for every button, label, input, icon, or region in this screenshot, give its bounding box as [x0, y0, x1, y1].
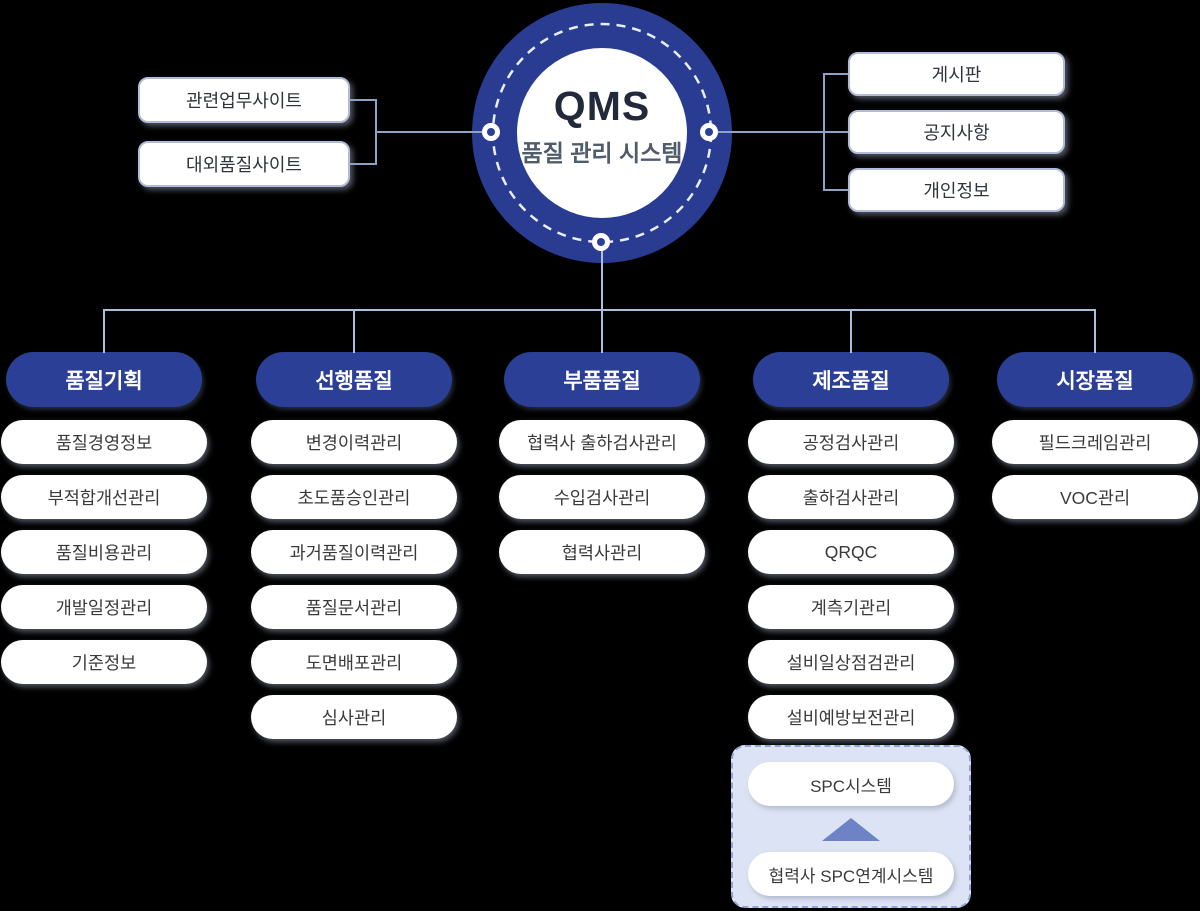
column-header-parts-quality: 부품품질	[504, 352, 700, 407]
column-parts-quality: 부품품질 협력사 출하검사관리 수입검사관리 협력사관리	[499, 352, 705, 585]
menu-item: 품질경영정보	[1, 420, 207, 464]
hub-subtitle: 품질 관리 시스템	[521, 140, 683, 167]
menu-item: 협력사 출하검사관리	[499, 420, 705, 464]
column-header-manufacturing-quality: 제조품질	[753, 352, 949, 407]
right-bracket-stub-bottom-line	[823, 189, 848, 191]
menu-item: 설비예방보전관리	[748, 695, 954, 739]
menu-item: 품질비용관리	[1, 530, 207, 574]
column-header-market-quality: 시장품질	[997, 352, 1193, 407]
spc-partner-link-item: 협력사 SPC연계시스템	[748, 852, 954, 896]
menu-item: 필드크레임관리	[992, 420, 1198, 464]
left-bracket-stub-top-line	[350, 99, 376, 101]
tree-stub-col2-line	[353, 309, 355, 353]
menu-item: 출하검사관리	[748, 475, 954, 519]
connector-dot-bottom-icon	[592, 233, 610, 251]
menu-item: 계측기관리	[748, 585, 954, 629]
spc-system-item: SPC시스템	[748, 762, 954, 806]
column-header-quality-planning: 품질기획	[6, 352, 202, 407]
column-advance-quality: 선행품질 변경이력관리 초도품승인관리 과거품질이력관리 품질문서관리 도면배포…	[251, 352, 457, 750]
left-bracket-stub-bottom-line	[350, 163, 376, 165]
hub-rings	[472, 3, 732, 263]
menu-item: 변경이력관리	[251, 420, 457, 464]
tree-stub-col3-line	[601, 309, 603, 353]
right-link-board: 게시판	[848, 52, 1065, 96]
menu-item: VOC관리	[992, 475, 1198, 519]
hub-title: QMS	[553, 83, 651, 129]
menu-item: 기준정보	[1, 640, 207, 684]
connector-dot-left-icon	[482, 123, 500, 141]
tree-stub-col4-line	[850, 309, 852, 353]
spc-panel: SPC시스템 협력사 SPC연계시스템	[731, 745, 971, 908]
tree-stub-col5-line	[1094, 309, 1096, 353]
connector-dot-right-icon	[700, 123, 718, 141]
column-header-advance-quality: 선행품질	[256, 352, 452, 407]
menu-item: 과거품질이력관리	[251, 530, 457, 574]
menu-item: 심사관리	[251, 695, 457, 739]
left-link-related-work-site: 관련업무사이트	[138, 77, 350, 123]
column-manufacturing-quality: 제조품질 공정검사관리 출하검사관리 QRQC 계측기관리 설비일상점검관리 설…	[748, 352, 954, 750]
menu-item: 공정검사관리	[748, 420, 954, 464]
column-market-quality: 시장품질 필드크레임관리 VOC관리	[992, 352, 1198, 530]
right-bracket-stub-top-line	[823, 73, 848, 75]
tree-horizontal-line	[104, 309, 1096, 311]
menu-item: 설비일상점검관리	[748, 640, 954, 684]
menu-item: 수입검사관리	[499, 475, 705, 519]
right-bracket-main-line	[711, 131, 825, 133]
menu-item: 개발일정관리	[1, 585, 207, 629]
menu-item: 협력사관리	[499, 530, 705, 574]
right-link-personal-info: 개인정보	[848, 168, 1065, 212]
right-bracket-stub-middle-line	[823, 131, 848, 133]
left-bracket-main-line	[376, 131, 491, 133]
tree-trunk-line	[601, 242, 603, 310]
tree-stub-col1-line	[103, 309, 105, 353]
right-link-notice: 공지사항	[848, 110, 1065, 154]
menu-item: 품질문서관리	[251, 585, 457, 629]
column-quality-planning: 품질기획 품질경영정보 부적합개선관리 품질비용관리 개발일정관리 기준정보	[1, 352, 207, 695]
menu-item: 초도품승인관리	[251, 475, 457, 519]
arrow-up-icon	[822, 818, 880, 841]
menu-item: 도면배포관리	[251, 640, 457, 684]
left-link-external-quality-site: 대외품질사이트	[138, 141, 350, 187]
hub-text: QMS 품질 관리 시스템	[471, 83, 733, 168]
menu-item: QRQC	[748, 530, 954, 574]
menu-item: 부적합개선관리	[1, 475, 207, 519]
